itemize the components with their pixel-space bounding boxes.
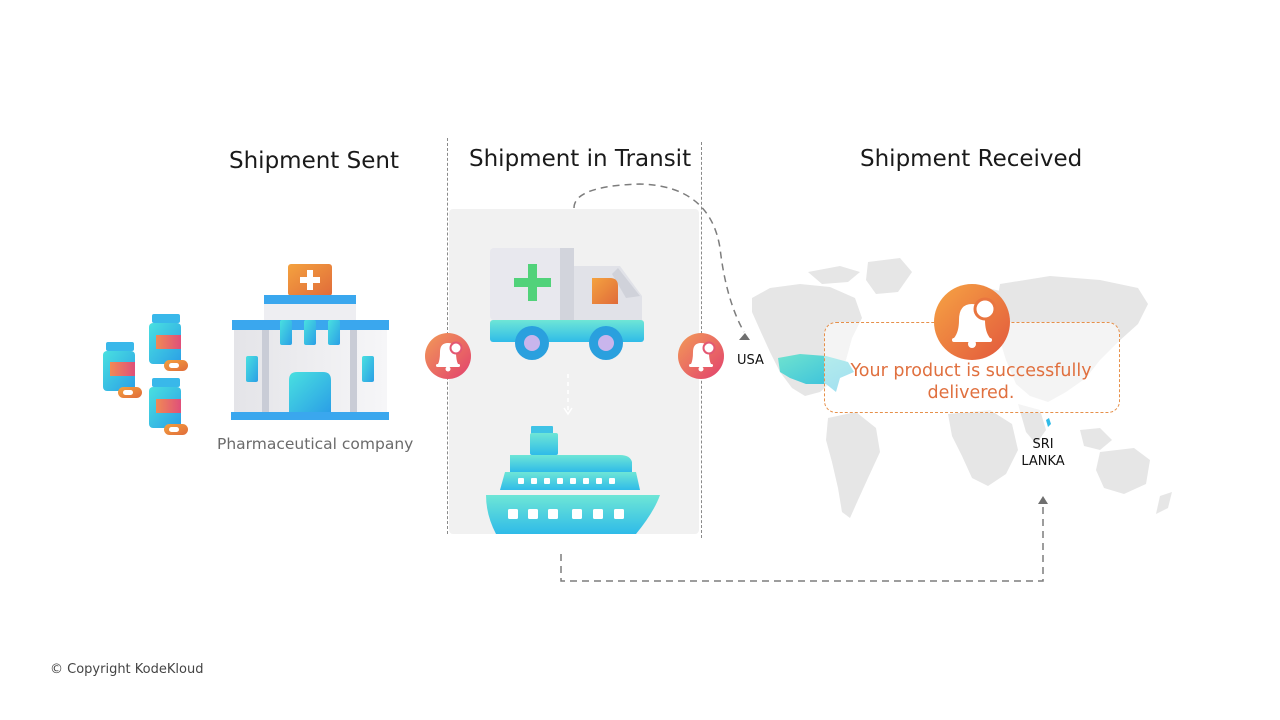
stage-title-received: Shipment Received [860,146,1083,172]
sri-lanka-highlight [1046,418,1051,427]
notification-bell-icon [425,333,471,379]
stage-title-transit: Shipment in Transit [469,146,692,172]
destination-label: SRI LANKA [1014,436,1072,470]
route-arrow-truck-to-usa [573,183,745,333]
medicine-bottle-icon [103,314,188,435]
hospital-building-icon [231,264,389,420]
destination-label-line1: SRI [1032,437,1054,452]
ambulance-truck-icon [490,248,644,360]
cargo-ship-icon [486,426,660,534]
pharma-caption: Pharmaceutical company [217,435,414,453]
destination-label-line2: LANKA [1021,454,1065,469]
delivery-message-line2: delivered. [927,383,1015,403]
copyright-text: © Copyright KodeKloud [50,662,204,677]
origin-label: USA [737,353,764,368]
route-arrow-ship-to-srilanka [560,504,1044,582]
delivery-message: Your product is successfully delivered. [845,360,1097,404]
delivery-bell-icon [934,284,1010,360]
delivery-message-line1: Your product is successfully [850,361,1092,381]
notification-bell-icon [678,333,724,379]
stage-title-sent: Shipment Sent [229,148,399,174]
